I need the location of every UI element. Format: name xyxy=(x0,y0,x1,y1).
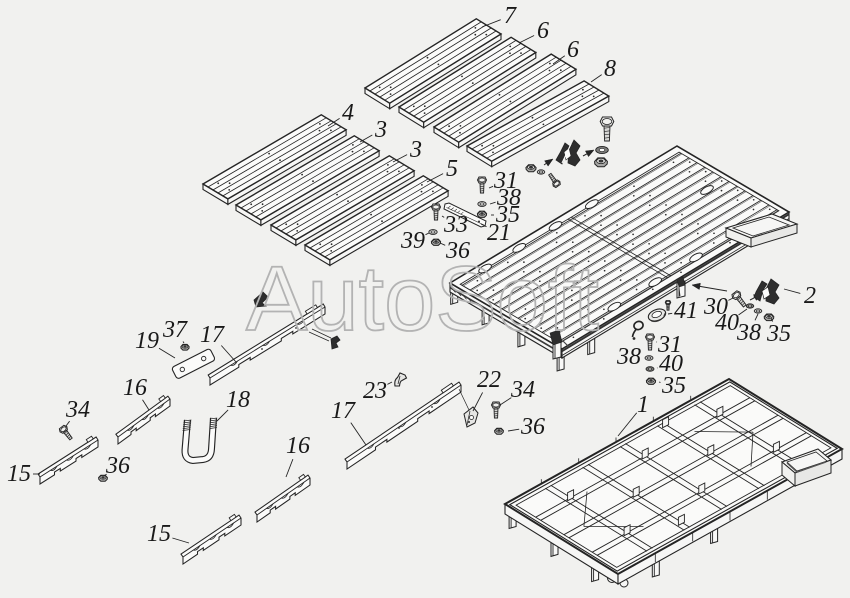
svg-text:40: 40 xyxy=(715,310,739,336)
svg-text:19: 19 xyxy=(135,328,159,354)
svg-text:16: 16 xyxy=(123,375,147,401)
svg-text:38: 38 xyxy=(736,320,761,346)
svg-text:6: 6 xyxy=(567,37,579,63)
svg-text:36: 36 xyxy=(520,414,545,440)
svg-text:34: 34 xyxy=(65,397,90,423)
svg-text:5: 5 xyxy=(446,156,458,182)
svg-text:22: 22 xyxy=(477,367,501,393)
svg-text:18: 18 xyxy=(226,387,250,413)
svg-text:15: 15 xyxy=(7,461,31,487)
svg-text:36: 36 xyxy=(105,453,130,479)
svg-text:35: 35 xyxy=(766,321,791,347)
svg-text:3: 3 xyxy=(374,117,387,143)
svg-text:6: 6 xyxy=(537,18,549,44)
svg-text:21: 21 xyxy=(487,220,511,246)
svg-text:23: 23 xyxy=(363,378,387,404)
svg-text:3: 3 xyxy=(409,137,422,163)
svg-text:2: 2 xyxy=(804,283,816,309)
svg-text:4: 4 xyxy=(342,100,354,126)
svg-text:AutoSoft: AutoSoft xyxy=(246,248,599,350)
svg-text:15: 15 xyxy=(147,521,171,547)
svg-text:7: 7 xyxy=(504,3,517,29)
svg-text:34: 34 xyxy=(510,377,535,403)
svg-text:35: 35 xyxy=(661,373,686,399)
svg-text:16: 16 xyxy=(286,433,310,459)
svg-text:17: 17 xyxy=(200,322,225,348)
svg-text:8: 8 xyxy=(604,56,616,82)
svg-text:17: 17 xyxy=(331,398,356,424)
svg-text:33: 33 xyxy=(443,212,468,238)
svg-text:38: 38 xyxy=(616,344,641,370)
svg-text:41: 41 xyxy=(674,298,698,324)
svg-text:1: 1 xyxy=(637,392,649,418)
svg-text:37: 37 xyxy=(162,317,188,343)
